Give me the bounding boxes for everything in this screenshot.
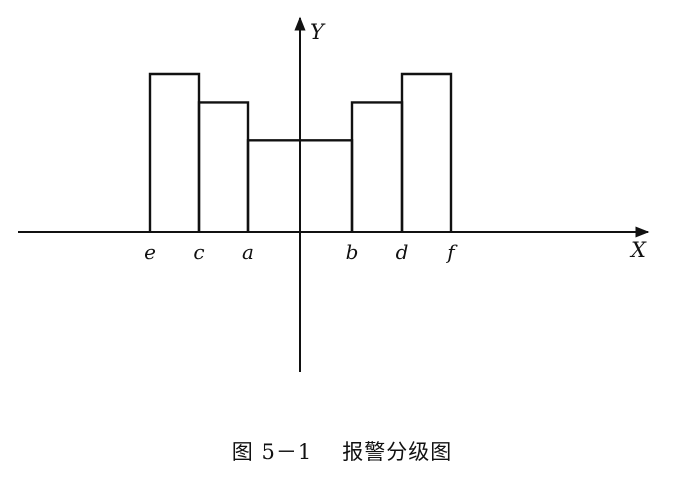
x-tick-label-b: b (346, 240, 359, 264)
x-tick-label-d: d (396, 240, 409, 264)
figure-caption: 图 5－1 报警分级图 (0, 436, 684, 466)
x-tick-label-c: c (193, 240, 204, 264)
bar-d-f (400, 72, 453, 232)
bar-b-d (350, 101, 404, 232)
bar-e-c (148, 72, 201, 232)
figure-number: 图 5－1 (231, 440, 313, 464)
y-axis-label: Y (310, 20, 326, 44)
bar-c-a (197, 101, 250, 232)
figure-title: 报警分级图 (342, 440, 453, 464)
x-tick-label-f: f (445, 240, 458, 264)
x-axis-label: X (629, 238, 647, 262)
x-tick-label-e: e (144, 240, 156, 264)
x-tick-label-a: a (242, 240, 254, 264)
bar-group (148, 72, 453, 232)
